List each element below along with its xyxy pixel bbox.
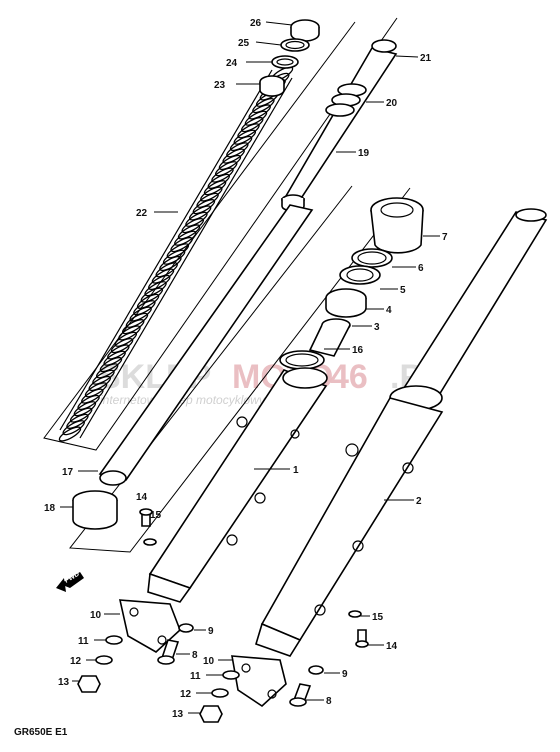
washer-12b xyxy=(211,688,229,698)
spacer-23 xyxy=(259,75,285,97)
callout-26: 26 xyxy=(250,18,262,29)
callout-18: 18 xyxy=(44,503,56,514)
callout-4: 4 xyxy=(386,305,392,316)
callout-1: 1 xyxy=(293,465,299,476)
callout-3: 3 xyxy=(374,322,380,333)
fork-cap-26 xyxy=(290,19,320,42)
callout-labels: 26 25 24 23 22 21 20 19 7 6 5 4 3 16 17 … xyxy=(44,18,448,720)
callout-25: 25 xyxy=(238,38,250,49)
nut-13b xyxy=(199,705,223,723)
bolt-14b xyxy=(355,629,369,648)
fork-spring-22 xyxy=(58,66,294,442)
axle-holder-10b xyxy=(231,655,287,708)
oil-seal-5 xyxy=(339,265,381,285)
callout-19: 19 xyxy=(358,148,370,159)
watermark-tagline: internetowy sklep motocyklowy xyxy=(100,393,266,407)
washer-3 xyxy=(308,318,351,357)
callout-14a: 14 xyxy=(136,492,148,503)
bolt-8b xyxy=(289,683,312,707)
dust-seal-7 xyxy=(370,197,424,254)
callout-14b: 14 xyxy=(386,641,398,652)
callout-13b: 13 xyxy=(172,709,184,720)
seal-4 xyxy=(325,288,367,318)
watermark-brand-c: 46 xyxy=(330,358,368,396)
outer-tube-1 xyxy=(147,367,328,603)
o-ring-25 xyxy=(280,38,310,52)
callout-10a: 10 xyxy=(90,610,102,621)
callout-11a: 11 xyxy=(78,636,89,647)
callout-22: 22 xyxy=(136,208,148,219)
nut-13a xyxy=(77,675,101,693)
bushing-18 xyxy=(72,490,118,530)
stopper-ring-6 xyxy=(351,248,393,268)
washer-12a xyxy=(95,655,113,665)
callout-7: 7 xyxy=(442,232,448,243)
callout-9b: 9 xyxy=(342,669,348,680)
callout-10b: 10 xyxy=(203,656,215,667)
assembly-bracket-left xyxy=(43,17,411,553)
bolt-14a xyxy=(139,508,153,527)
callout-16: 16 xyxy=(352,345,364,356)
inner-tube-17 xyxy=(98,204,314,486)
callout-2: 2 xyxy=(416,496,422,507)
callout-23: 23 xyxy=(214,80,226,91)
diagram-code: GR650E E1 xyxy=(14,727,68,738)
washer-11b xyxy=(222,670,240,680)
bushing-16 xyxy=(279,350,325,370)
washer-9b xyxy=(308,665,324,675)
callout-15a: 15 xyxy=(150,510,162,521)
callout-5: 5 xyxy=(400,285,406,296)
callout-20: 20 xyxy=(386,98,398,109)
circlip-24 xyxy=(271,55,299,69)
callout-12a: 12 xyxy=(70,656,82,667)
callout-24: 24 xyxy=(226,58,238,69)
bolt-8a xyxy=(157,639,180,665)
callout-21: 21 xyxy=(420,53,432,64)
callout-8b: 8 xyxy=(326,696,332,707)
piston-rings-20 xyxy=(325,83,367,117)
outer-tube-2 xyxy=(255,208,548,657)
washer-9a xyxy=(178,623,194,633)
callout-8a: 8 xyxy=(192,650,198,661)
washer-15b xyxy=(348,610,362,618)
leader-lines xyxy=(60,21,440,714)
forward-arrow-icon xyxy=(56,572,84,592)
callout-6: 6 xyxy=(418,263,424,274)
callout-9a: 9 xyxy=(208,626,214,637)
callout-15b: 15 xyxy=(372,612,384,623)
damper-rod-19 xyxy=(281,39,398,212)
callout-12b: 12 xyxy=(180,689,192,700)
callout-13a: 13 xyxy=(58,677,70,688)
callout-11b: 11 xyxy=(190,671,201,682)
washer-11a xyxy=(105,635,123,645)
washer-15a xyxy=(143,538,157,546)
callout-17: 17 xyxy=(62,467,74,478)
